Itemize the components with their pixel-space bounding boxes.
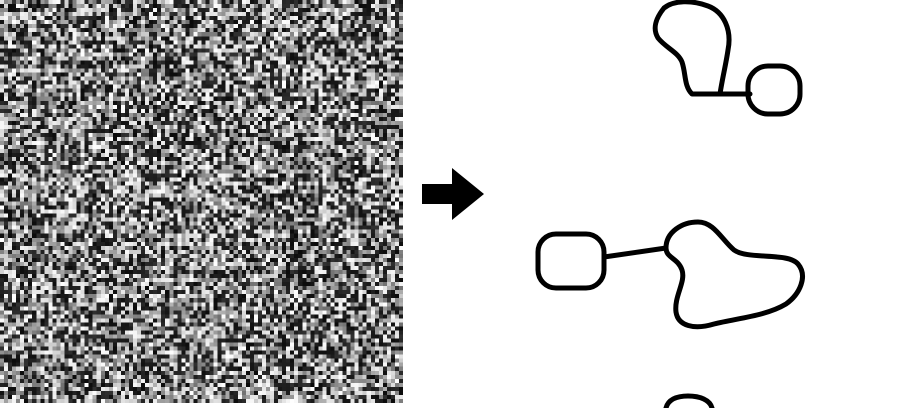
noise-image-panel bbox=[0, 0, 403, 403]
middle-connector bbox=[601, 245, 669, 260]
upper-blob bbox=[652, 0, 732, 97]
bottom-partial-shape bbox=[663, 393, 715, 408]
contour-output-panel bbox=[516, 0, 900, 408]
upper-loop bbox=[745, 63, 803, 117]
middle-loop bbox=[535, 231, 607, 291]
contour-drawing bbox=[535, 0, 805, 408]
right-arrow-icon bbox=[422, 168, 484, 220]
middle-blob bbox=[663, 219, 805, 330]
noise-texture bbox=[0, 0, 403, 403]
